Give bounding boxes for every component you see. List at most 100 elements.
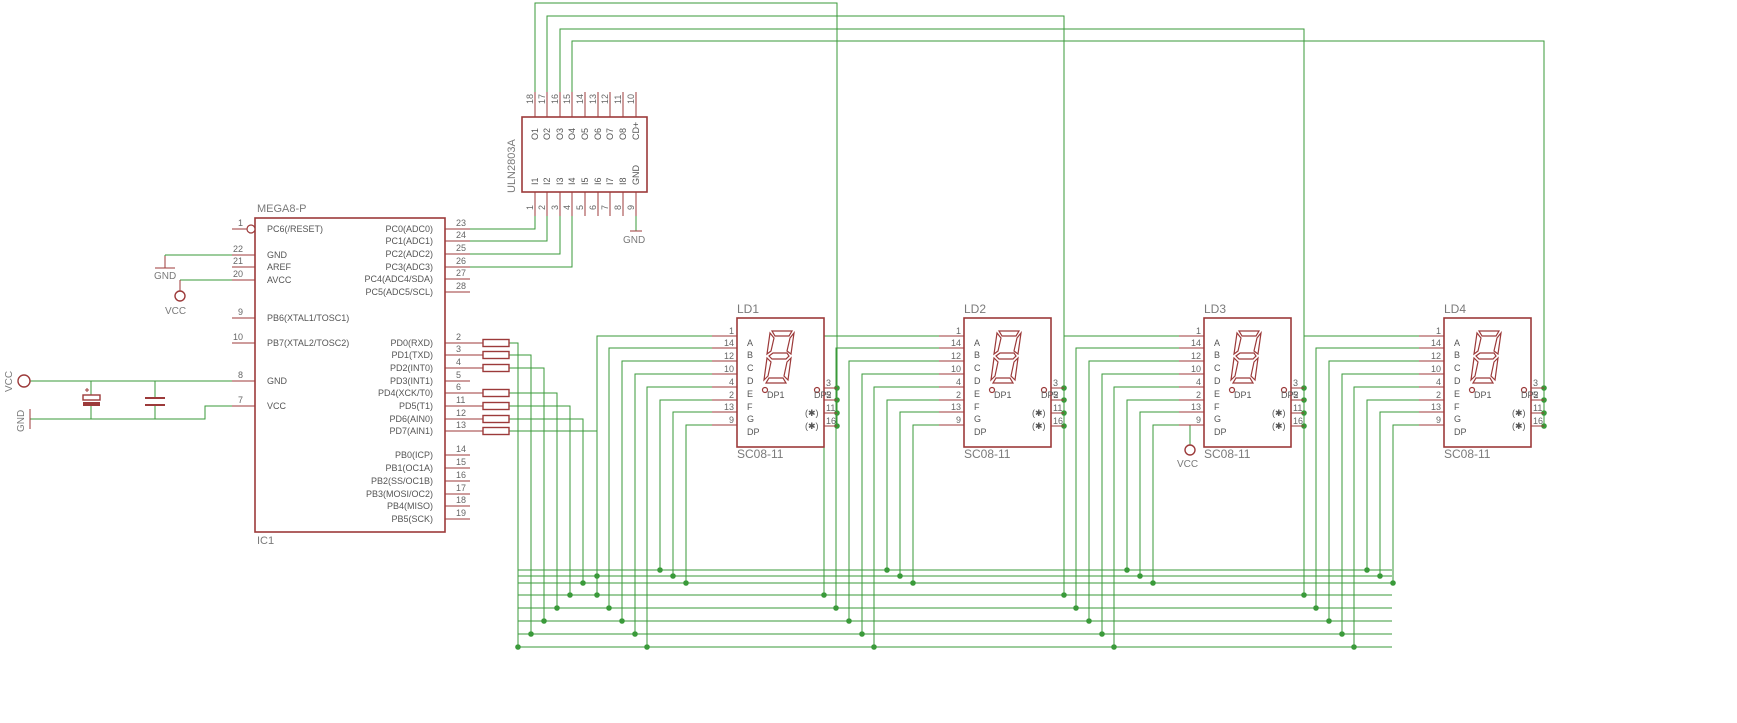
display-pin-number: 1 <box>1196 326 1201 336</box>
uln-bottom-pin-number: 6 <box>588 205 598 210</box>
junction-dot <box>1073 605 1079 611</box>
uln-top-pin-name: O8 <box>618 128 628 140</box>
wire <box>1113 386 1179 647</box>
wire <box>848 360 939 621</box>
wire <box>634 373 712 634</box>
wire <box>685 424 712 583</box>
display-pin-number: 14 <box>1191 338 1201 348</box>
wire <box>1101 373 1179 634</box>
display-ld2[interactable]: LD2 SC08-11 1A14B12C10D4E2F13G9DP351116D… <box>939 302 1064 461</box>
wire <box>608 347 712 608</box>
display-pin-name: G <box>974 414 981 424</box>
display-pin-number: 4 <box>1436 377 1441 387</box>
uln-top-pin-name: O6 <box>593 128 603 140</box>
resistor <box>482 414 510 424</box>
segment <box>1013 330 1022 356</box>
ic1-name-label: IC1 <box>257 535 274 547</box>
display-pin-name: D <box>747 376 754 386</box>
ic1-body <box>254 217 446 533</box>
display-pin-number: 3 <box>1293 378 1298 388</box>
wire <box>470 216 573 268</box>
segment <box>1471 377 1495 384</box>
segment <box>1233 331 1242 356</box>
wire <box>1366 399 1419 570</box>
uln-bottom-pin-number: 3 <box>550 205 560 210</box>
junction-dot <box>1351 644 1357 650</box>
display-ld3[interactable]: LD3 SC08-11 1A14B12C10D4E2F13G9DP351116D… <box>1179 302 1304 461</box>
uln2803a[interactable]: ULN2803A 18O117O216O315O414O513O612O711O… <box>506 92 648 216</box>
ic1-pin-name: PC4(ADC4/SDA) <box>364 274 433 284</box>
display-pin-number: 3 <box>826 378 831 388</box>
wire <box>1152 424 1179 583</box>
display-pin-name: C <box>974 363 981 373</box>
ic1-right-pins: 23PC0(ADC0)24PC1(ADC1)25PC2(ADC2)26PC3(A… <box>364 218 470 524</box>
junction-dot <box>580 580 586 586</box>
ceramic-capacitor <box>145 397 165 406</box>
junction-dot <box>567 592 573 598</box>
junction-dot <box>1364 567 1370 573</box>
dp1-label: DP1 <box>1234 390 1252 400</box>
dp2-label: DP2 <box>814 390 832 400</box>
vcc-symbol-main: VCC <box>4 371 31 392</box>
common-anode-mark-1: (✱) <box>1512 408 1526 418</box>
wire <box>534 2 838 388</box>
wire <box>899 411 939 576</box>
wire <box>672 411 712 576</box>
ic1-pin-name: PC0(ADC0) <box>385 224 433 234</box>
display-ld4[interactable]: LD4 SC08-11 1A14B12C10D4E2F13G9DP351116D… <box>1419 302 1544 461</box>
ic1-pin-name: PD3(INT1) <box>390 376 433 386</box>
display-pin-number: 13 <box>951 402 961 412</box>
display-pin-name: F <box>1214 402 1220 412</box>
segment <box>770 330 794 337</box>
ic1-pin-number: 3 <box>456 344 461 354</box>
segment <box>1230 356 1239 382</box>
gnd-label-1: GND <box>154 271 176 282</box>
ic1-pin-name: PB5(SCK) <box>391 514 433 524</box>
display-ld1[interactable]: LD1 SC08-11 1A14B12C10D4E2F13G9DP351116D… <box>712 302 837 461</box>
junction-dot <box>1061 592 1067 598</box>
junction-dot <box>1086 618 1092 624</box>
ic1-pin-name: GND <box>267 376 288 386</box>
ic1-pin-name: AREF <box>267 262 292 272</box>
display-pin-number: 10 <box>724 364 734 374</box>
junction-dot <box>1326 618 1332 624</box>
segment <box>1235 352 1257 360</box>
display-pin-name: D <box>1454 376 1461 386</box>
junction-dot <box>871 644 877 650</box>
display-pin-number: 10 <box>1191 364 1201 374</box>
junction-dot <box>1099 631 1105 637</box>
segment <box>1473 331 1482 356</box>
common-anode-mark-2: (✱) <box>1272 421 1286 431</box>
vcc-symbol-ld3: VCC <box>1177 444 1198 470</box>
segment <box>1250 356 1259 382</box>
ic1-pin-name: PC1(ADC1) <box>385 236 433 246</box>
ld2-name: LD2 <box>964 302 986 316</box>
uln-top-pin-name: O1 <box>530 128 540 140</box>
ld3-name: LD3 <box>1204 302 1226 316</box>
ic1-mega8[interactable]: MEGA8-P IC1 1PC6(/RESET)22GND21AREF20AVC… <box>232 203 470 547</box>
wire <box>509 392 558 608</box>
ic1-pin-name: PD7(AIN1) <box>389 426 433 436</box>
ic1-pin-number: 20 <box>233 269 243 279</box>
display-pin-name: F <box>974 402 980 412</box>
junction-dot <box>528 631 534 637</box>
display-pin-name: A <box>747 338 753 348</box>
uln-top-pin-name: O4 <box>567 128 577 140</box>
ic1-pin-number: 15 <box>456 457 466 467</box>
ic1-pin-name: VCC <box>267 401 287 411</box>
junction-dot <box>821 592 827 598</box>
ic1-pin-number: 2 <box>456 332 461 342</box>
uln-bottom-pin-number: 8 <box>613 205 623 210</box>
display-pin-name: E <box>974 389 980 399</box>
wire <box>30 405 232 420</box>
display-pin-number: 11 <box>826 403 835 413</box>
display-pin-number: 9 <box>1436 415 1441 425</box>
segment <box>1231 377 1255 384</box>
junction-dot <box>670 573 676 579</box>
ic1-pin-number: 13 <box>456 420 466 430</box>
gnd-symbol-main: GND <box>16 409 31 432</box>
uln-part-label: ULN2803A <box>506 139 518 193</box>
uln-bottom-pin-name: I5 <box>580 177 590 185</box>
